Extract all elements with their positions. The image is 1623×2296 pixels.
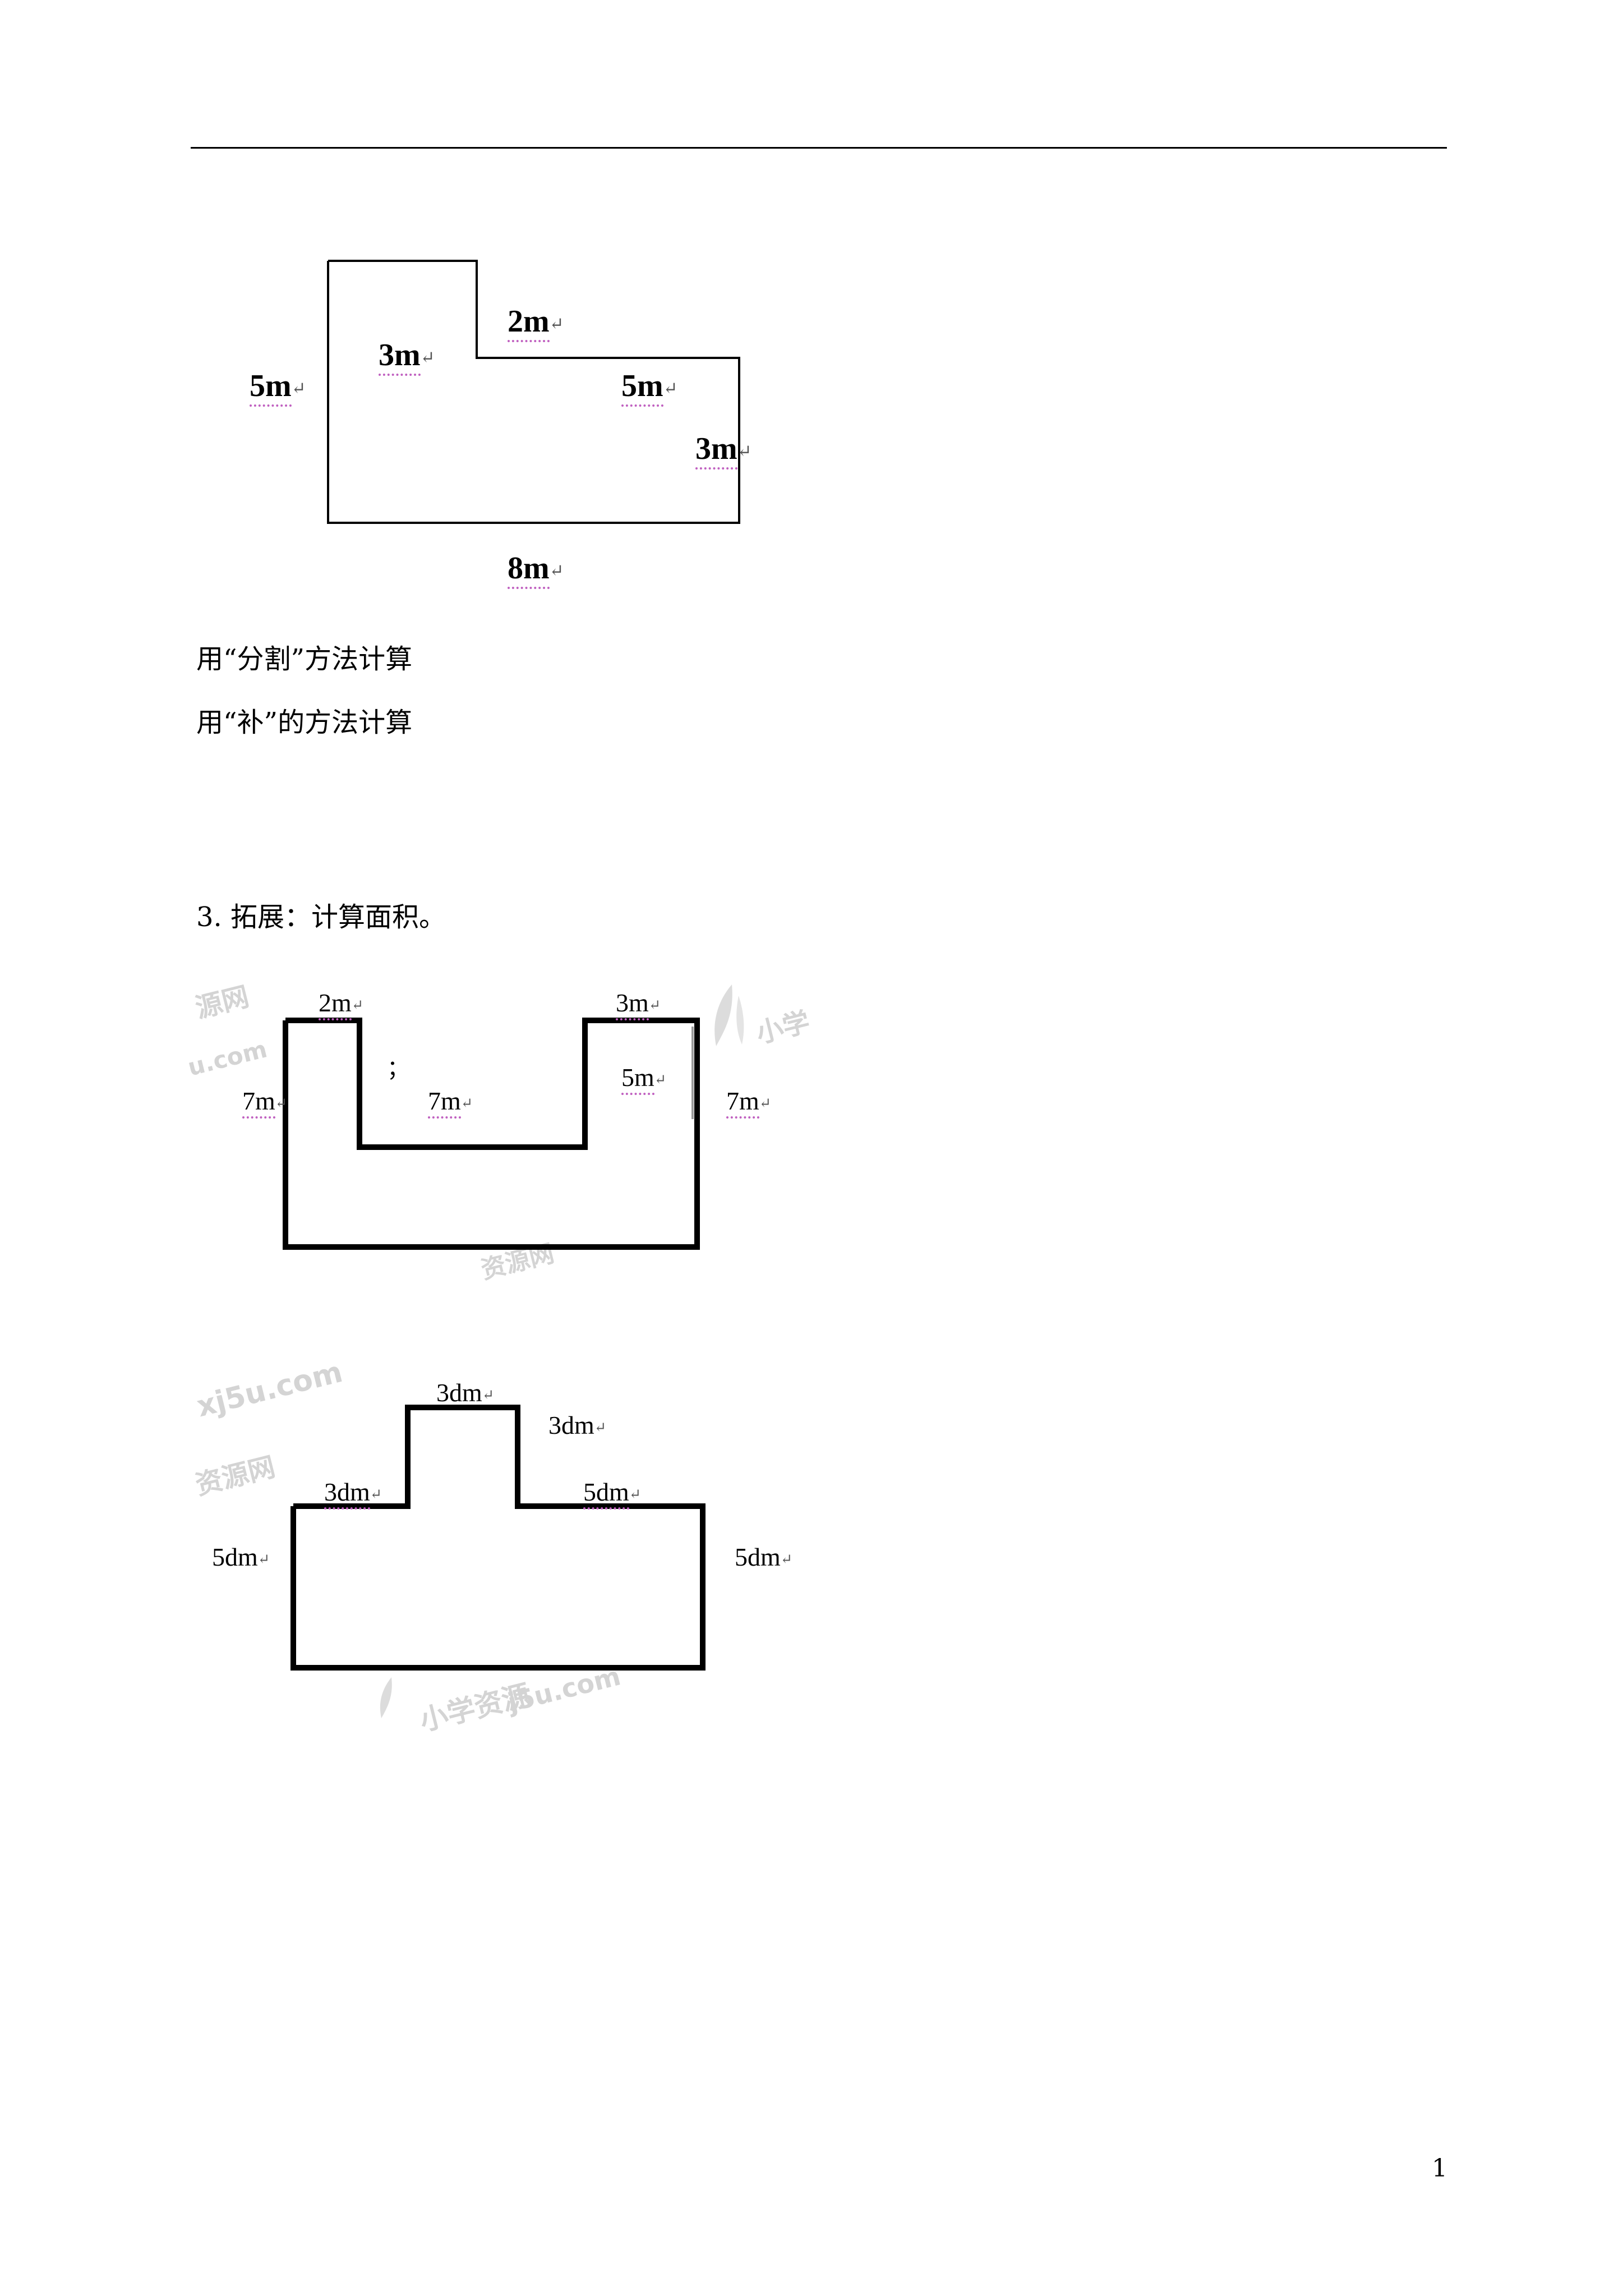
- figure-2-label-left-height: 7m↵: [242, 1087, 287, 1119]
- figure-1-outline: [327, 260, 740, 524]
- figure-1-label-bottom-width: 8m↵: [508, 551, 564, 589]
- watermark: 源网: [192, 981, 252, 1024]
- sail-logo-watermark: [380, 1677, 392, 1718]
- figure-1-label-left-height: 5m↵: [250, 369, 306, 407]
- figure-2-label-right-top: 3m↵: [616, 988, 661, 1020]
- watermark: 资源网: [192, 1451, 279, 1501]
- figure-3-label-right-step: 5dm↵: [583, 1478, 641, 1510]
- figure-3-label-top-width: 3dm↵: [436, 1378, 494, 1407]
- header-rule: [191, 147, 1447, 149]
- figure-2-label-inner-width: 7m↵: [428, 1087, 473, 1119]
- figure-3-outline: [291, 1405, 706, 1671]
- watermark: 小学: [753, 1006, 813, 1050]
- page-number: 1: [1432, 2154, 1447, 2183]
- figure-3-label-right-height: 5dm↵: [735, 1543, 792, 1571]
- figure-1-label-top-width: 3m↵: [379, 338, 435, 376]
- figure-1-l-shape: [327, 260, 740, 524]
- extension-question: 3. 拓展：计算面积。: [196, 901, 446, 933]
- figure-1-label-step-width: 5m↵: [621, 369, 677, 407]
- fill-method-line: 用“补”的方法计算: [196, 707, 413, 738]
- sail-logo-watermark: [714, 984, 744, 1046]
- figure-2-label-inner-height: 5m↵: [621, 1063, 666, 1095]
- figure-3-label-left-height: 5dm↵: [212, 1543, 270, 1571]
- figure-2-outline: [283, 1018, 700, 1250]
- figure-2-label-left-top: 2m↵: [319, 988, 363, 1020]
- split-method-line: 用“分割”方法计算: [196, 643, 413, 675]
- figure-3-label-top-height: 3dm↵: [548, 1411, 606, 1439]
- figure-2-u-shape: [283, 1018, 700, 1250]
- figure-1-label-right-height: 3m↵: [695, 431, 751, 470]
- watermark: u.com: [185, 1035, 270, 1082]
- figure-1-label-top-step: 2m↵: [508, 304, 564, 342]
- figure-2-stray-mark: ；: [387, 1056, 409, 1081]
- figure-2-label-right-height: 7m↵: [726, 1087, 771, 1119]
- figure-3-t-shape: [291, 1405, 706, 1671]
- figure-3-label-left-step: 3dm↵: [324, 1478, 382, 1510]
